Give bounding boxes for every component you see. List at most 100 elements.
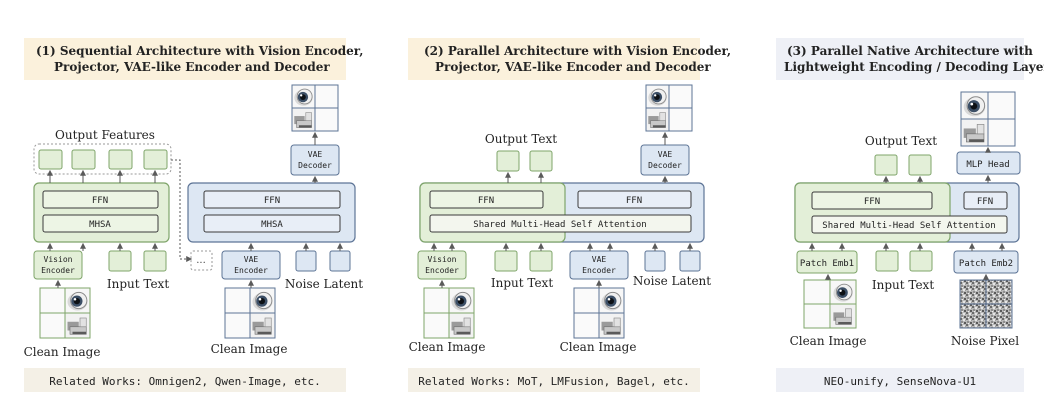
output-text-label: Output Text bbox=[865, 134, 937, 148]
svg-text:(2) Parallel Architecture with: (2) Parallel Architecture with Vision En… bbox=[424, 44, 731, 58]
output-token bbox=[496, 150, 520, 172]
ffn-layer bbox=[811, 191, 933, 210]
input-token bbox=[143, 250, 167, 272]
ffn-layer bbox=[429, 190, 544, 209]
flow-arrows bbox=[809, 146, 1005, 280]
input-text-label: Input Text bbox=[491, 276, 553, 290]
output-token bbox=[908, 154, 932, 176]
output-features-label: Output Features bbox=[55, 128, 155, 142]
output-image-grid bbox=[960, 91, 1016, 147]
input-token bbox=[494, 250, 518, 272]
panel-3-related: NEO-unify, SenseNova-U1 bbox=[824, 375, 976, 388]
output-token bbox=[38, 149, 63, 170]
panel-2-related: Related Works: MoT, LMFusion, Bagel, etc… bbox=[418, 375, 690, 388]
output-text-label: Output Text bbox=[485, 132, 557, 146]
svg-text:FFN: FFN bbox=[92, 196, 108, 206]
panel-3-header bbox=[776, 38, 1024, 80]
input-text-label: Input Text bbox=[872, 278, 934, 292]
ffn-layer-b bbox=[577, 190, 692, 209]
panel-2-header bbox=[408, 38, 700, 80]
panel-3: (3) Parallel Native Architecture with Li… bbox=[776, 38, 1044, 392]
svg-text:Shared Multi-Head Self Attenti: Shared Multi-Head Self Attention bbox=[822, 221, 995, 231]
svg-text:Lightweight Encoding / Decodin: Lightweight Encoding / Decoding Layers bbox=[784, 60, 1044, 74]
svg-text:Patch Emb1: Patch Emb1 bbox=[800, 259, 854, 269]
clean-image-grid-b bbox=[224, 287, 276, 339]
panel-1-footer bbox=[24, 368, 346, 392]
clean-image-grid-b bbox=[573, 287, 625, 339]
ffn-layer bbox=[42, 190, 159, 209]
clean-image-label-b: Clean Image bbox=[211, 342, 288, 356]
noise-token bbox=[679, 250, 701, 272]
noise-pixel-icon bbox=[959, 279, 1013, 329]
clean-image-grid bbox=[803, 279, 857, 329]
output-image-grid bbox=[291, 84, 339, 132]
panel-2-footer bbox=[408, 368, 700, 392]
svg-text:FFN: FFN bbox=[626, 196, 642, 206]
ellipsis-box bbox=[190, 250, 213, 271]
dashed-connector bbox=[171, 159, 193, 262]
input-token bbox=[875, 250, 899, 272]
svg-text:MHSA: MHSA bbox=[89, 220, 111, 230]
panel-1-title-line1: (1) Sequential Architecture with Vision … bbox=[36, 44, 363, 58]
output-features-group bbox=[33, 143, 172, 175]
noise-latent-label: Noise Latent bbox=[633, 274, 711, 288]
mhsa-layer bbox=[203, 214, 341, 233]
panel-2: (2) Parallel Architecture with Vision En… bbox=[408, 38, 731, 392]
panel-1-related: Related Works: Omnigen2, Qwen-Image, etc… bbox=[49, 375, 321, 388]
clean-image-grid bbox=[39, 287, 91, 339]
svg-text:(3) Parallel Native Architectu: (3) Parallel Native Architecture with bbox=[787, 44, 1033, 58]
noise-token bbox=[644, 250, 666, 272]
input-token bbox=[909, 250, 933, 272]
svg-text:MLP Head: MLP Head bbox=[966, 160, 1009, 170]
noise-token bbox=[295, 250, 317, 272]
mhsa-layer bbox=[42, 214, 159, 233]
clean-image-label: Clean Image bbox=[24, 345, 101, 359]
svg-text:Clean Image: Clean Image bbox=[409, 340, 486, 354]
output-token bbox=[529, 150, 553, 172]
svg-text:Projector, VAE-like Encoder an: Projector, VAE-like Encoder and Decoder bbox=[435, 60, 711, 74]
output-token bbox=[874, 154, 898, 176]
svg-text:MHSA: MHSA bbox=[261, 220, 283, 230]
shared-attention-layer bbox=[429, 214, 692, 233]
vision-encoder-box bbox=[33, 250, 83, 280]
svg-text:FFN: FFN bbox=[977, 197, 993, 207]
output-token bbox=[143, 149, 168, 170]
input-token bbox=[529, 250, 553, 272]
svg-text:Patch Emb2: Patch Emb2 bbox=[959, 259, 1013, 269]
flow-arrows bbox=[47, 169, 158, 288]
output-image-grid bbox=[645, 84, 693, 132]
patch-emb2-box bbox=[953, 250, 1019, 274]
shared-attention-layer bbox=[811, 215, 1008, 234]
svg-text:...: ... bbox=[196, 255, 206, 266]
vision-encoder-box bbox=[417, 250, 467, 280]
panel-1-title-line2: Projector, VAE-like Encoder and Decoder bbox=[54, 60, 330, 74]
output-token bbox=[71, 149, 96, 170]
svg-text:Clean Image: Clean Image bbox=[560, 340, 637, 354]
svg-text:Shared Multi-Head Self Attenti: Shared Multi-Head Self Attention bbox=[473, 220, 646, 230]
input-text-label: Input Text bbox=[107, 277, 169, 291]
panel-1-header bbox=[24, 38, 346, 80]
flow-arrows bbox=[431, 131, 693, 288]
input-token bbox=[108, 250, 132, 272]
svg-text:FFN: FFN bbox=[864, 197, 880, 207]
svg-text:FFN: FFN bbox=[478, 196, 494, 206]
noise-pixel-label: Noise Pixel bbox=[951, 334, 1019, 348]
robot-eye-image-icon bbox=[65, 288, 90, 313]
noise-latent-label: Noise Latent bbox=[285, 277, 363, 291]
clean-image-grid bbox=[423, 287, 475, 339]
noise-token bbox=[329, 250, 351, 272]
panel-1: (1) Sequential Architecture with Vision … bbox=[24, 38, 363, 392]
svg-text:Clean Image: Clean Image bbox=[790, 334, 867, 348]
vae-encoder-box bbox=[569, 250, 629, 280]
panel-3-footer bbox=[776, 368, 1024, 392]
ffn-layer-b bbox=[963, 191, 1008, 210]
svg-text:FFN: FFN bbox=[264, 196, 280, 206]
patch-emb1-box bbox=[796, 250, 858, 274]
